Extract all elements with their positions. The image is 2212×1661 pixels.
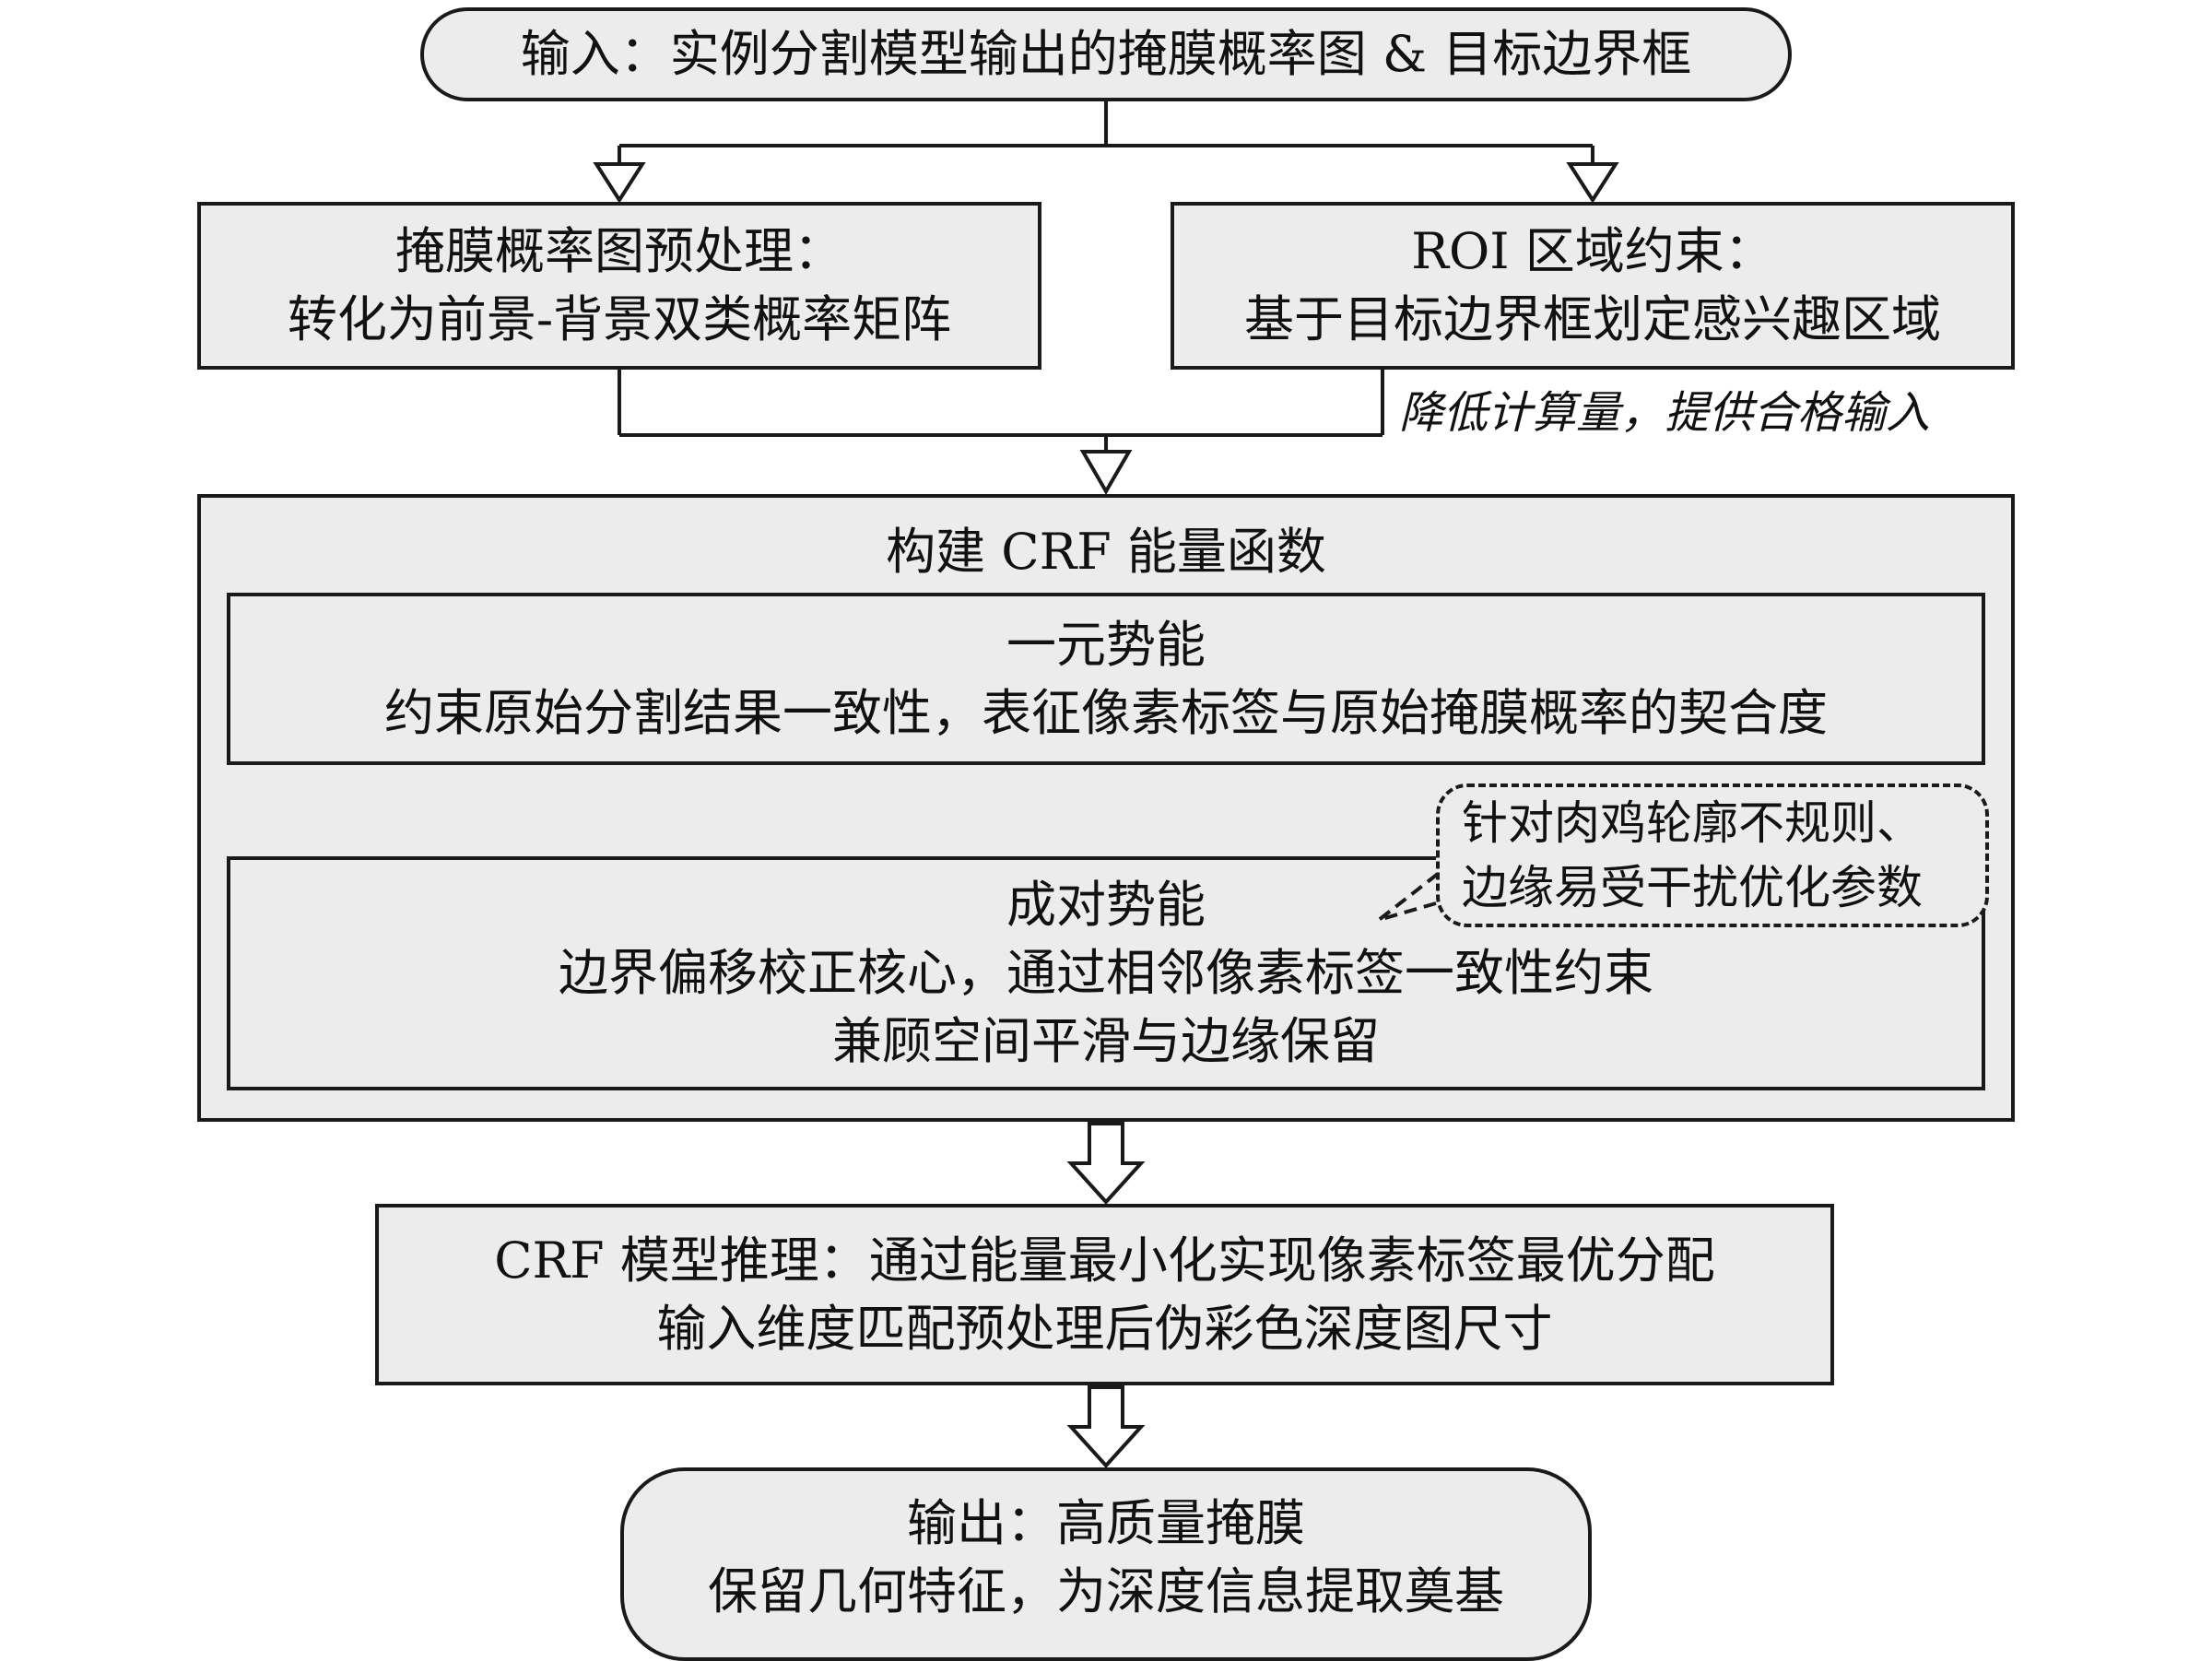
crf-energy-title: 构建 CRF 能量函数 xyxy=(886,523,1326,581)
roi-desc: 基于目标边界框划定感兴趣区域 xyxy=(1244,290,1941,348)
roi-node: ROI 区域约束： 基于目标边界框划定感兴趣区域 xyxy=(1171,202,2015,370)
roi-title: ROI 区域约束： xyxy=(1411,222,1774,280)
unary-desc: 约束原始分割结果一致性，表征像素标签与原始掩膜概率的契合度 xyxy=(384,683,1828,742)
arrow-down-icon xyxy=(1079,450,1133,495)
roi-note: 降低计算量，提供合格输入 xyxy=(1399,387,1931,439)
input-node: 输入：实例分割模型输出的掩膜概率图 & 目标边界框 xyxy=(420,7,1792,101)
preprocess-title: 掩膜概率图预处理： xyxy=(395,222,843,280)
callout-line1: 针对肉鸡轮廓不规则、 xyxy=(1462,796,1923,850)
unary-title: 一元势能 xyxy=(1006,615,1206,674)
inference-line1: CRF 模型推理：通过能量最小化实现像素标签最优分配 xyxy=(494,1231,1715,1290)
unary-potential-node: 一元势能 约束原始分割结果一致性，表征像素标签与原始掩膜概率的契合度 xyxy=(227,593,1985,765)
crf-inference-node: CRF 模型推理：通过能量最小化实现像素标签最优分配 输入维度匹配预处理后伪彩色… xyxy=(375,1204,1834,1385)
pairwise-desc1: 边界偏移校正核心，通过相邻像素标签一致性约束 xyxy=(559,944,1653,1002)
block-arrow-down-icon xyxy=(1066,1385,1146,1468)
callout-line2: 边缘易受干扰优化参数 xyxy=(1462,861,1923,914)
parameter-callout: 针对肉鸡轮廓不规则、 边缘易受干扰优化参数 xyxy=(1436,783,1989,927)
input-label: 输入：实例分割模型输出的掩膜概率图 & 目标边界框 xyxy=(520,25,1692,83)
block-arrow-down-icon xyxy=(1066,1122,1146,1205)
pairwise-desc2: 兼顾空间平滑与边缘保留 xyxy=(832,1012,1380,1070)
inference-line2: 输入维度匹配预处理后伪彩色深度图尺寸 xyxy=(656,1299,1553,1358)
output-desc: 保留几何特征，为深度信息提取奠基 xyxy=(708,1562,1504,1620)
arrow-down-icon xyxy=(593,162,646,204)
output-node: 输出：高质量掩膜 保留几何特征，为深度信息提取奠基 xyxy=(620,1467,1592,1661)
pairwise-title: 成对势能 xyxy=(1006,876,1206,934)
output-title: 输出：高质量掩膜 xyxy=(907,1494,1305,1552)
preprocess-desc: 转化为前景-背景双类概率矩阵 xyxy=(287,290,952,348)
arrow-down-icon xyxy=(1566,162,1619,204)
preprocess-node: 掩膜概率图预处理： 转化为前景-背景双类概率矩阵 xyxy=(197,202,1041,370)
